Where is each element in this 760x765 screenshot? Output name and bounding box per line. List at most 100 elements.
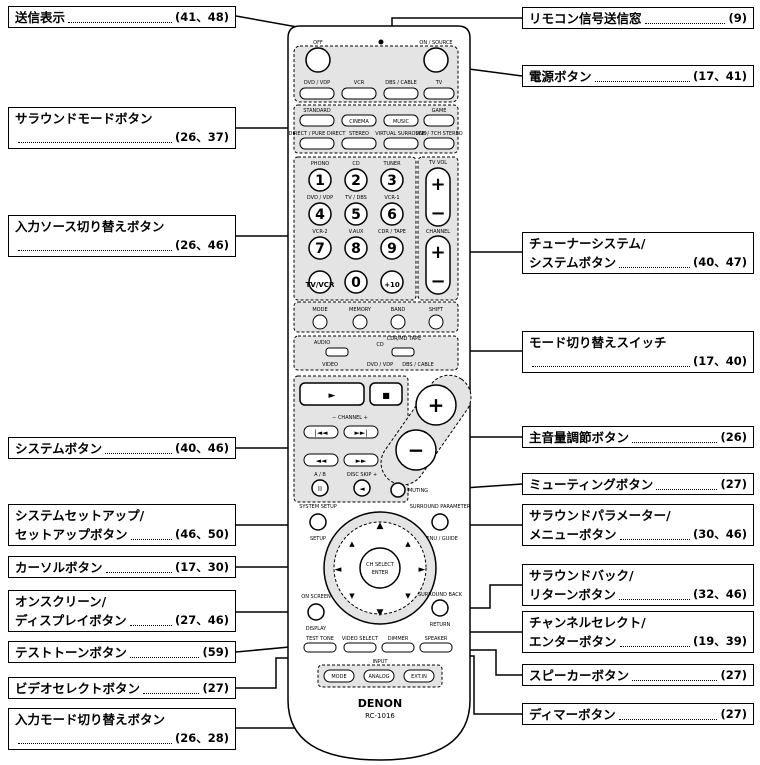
label-surround-mode: サラウンドモードボタン (26、37) xyxy=(8,107,236,149)
numpad-key[interactable] xyxy=(344,236,368,260)
numpad-key[interactable] xyxy=(308,270,332,294)
svg-text:5CH / 7CH STEREO: 5CH / 7CH STEREO xyxy=(415,131,462,137)
svg-text:MUTING: MUTING xyxy=(408,488,428,494)
cursor-up-button[interactable]: ▲ xyxy=(377,521,384,531)
on-screen-button[interactable] xyxy=(307,603,325,621)
svg-text:INPUT: INPUT xyxy=(373,659,389,665)
cursor-down-button[interactable]: ▼ xyxy=(377,608,384,618)
svg-text:▼: ▼ xyxy=(349,592,355,600)
label-tuner-system: チューナーシステム/ システムボタン(40、47) xyxy=(522,232,754,274)
label-system-setup: システムセットアップ/ セットアップボタン(46、50) xyxy=(8,504,236,546)
svg-text:CD: CD xyxy=(376,342,383,348)
send-indicator-led xyxy=(378,39,384,45)
off-button[interactable] xyxy=(305,47,331,73)
numpad-key[interactable] xyxy=(380,168,404,192)
svg-text:►: ► xyxy=(329,391,336,401)
label-on-screen: オンスクリーン/ ディスプレイボタン(27、46) xyxy=(8,590,236,632)
numpad-key[interactable] xyxy=(380,236,404,260)
label-test-tone: テストトーンボタン(59) xyxy=(8,641,236,663)
brand-logo: DENON xyxy=(358,697,402,710)
svg-text:MEMORY: MEMORY xyxy=(349,307,372,313)
svg-text:RETURN: RETURN xyxy=(430,622,451,628)
svg-text:GAME: GAME xyxy=(432,108,447,114)
numpad-key-label: 9 xyxy=(387,241,397,257)
numpad-key-label: +10 xyxy=(384,281,400,289)
numpad-key[interactable] xyxy=(308,202,332,226)
svg-text:▲: ▲ xyxy=(349,540,355,548)
svg-text:TEST TONE: TEST TONE xyxy=(305,636,334,642)
svg-text:VCR: VCR xyxy=(354,80,365,86)
label-send-indicator: 送信表示(41、48) xyxy=(8,6,236,28)
svg-text:+: + xyxy=(430,174,445,195)
label-input-source: 入力ソース切り替えボタン (26、46) xyxy=(8,215,236,257)
numpad-key[interactable] xyxy=(380,270,404,294)
label-master-volume: 主音量調節ボタン(26) xyxy=(522,426,754,448)
svg-text:II: II xyxy=(318,485,322,493)
cursor-right-button[interactable]: ► xyxy=(419,565,426,575)
label-dimmer: ディマーボタン(27) xyxy=(522,703,754,725)
svg-text:STANDARD: STANDARD xyxy=(303,108,331,114)
svg-text:MENU / GUIDE: MENU / GUIDE xyxy=(422,536,458,542)
numpad-key-label: 6 xyxy=(387,207,397,223)
numpad-key[interactable] xyxy=(308,236,332,260)
svg-text:▼: ▼ xyxy=(405,592,411,600)
volume-down-button[interactable] xyxy=(395,429,437,471)
svg-text:◄: ◄ xyxy=(359,485,365,493)
svg-text:DBS / CABLE: DBS / CABLE xyxy=(402,362,434,368)
svg-text:ENTER: ENTER xyxy=(372,570,389,576)
numpad-label: DVD / VDP xyxy=(307,195,333,201)
numpad-key-label: 7 xyxy=(315,241,325,257)
numpad-key[interactable] xyxy=(344,270,368,294)
svg-text:DISPLAY: DISPLAY xyxy=(306,626,327,632)
svg-text:DVD / VDP: DVD / VDP xyxy=(304,80,330,86)
numpad-label: PHONO xyxy=(311,161,329,167)
volume-up-button[interactable] xyxy=(415,384,457,426)
svg-text:DBS / CABLE: DBS / CABLE xyxy=(385,80,417,86)
numpad-key[interactable] xyxy=(380,202,404,226)
svg-text:DIMMER: DIMMER xyxy=(388,636,409,642)
label-remote-signal-window: リモコン信号送信窓(9) xyxy=(522,7,754,29)
label-surround-parameter: サラウンドパラメーター/ メニューボタン(30、46) xyxy=(522,504,754,546)
model-name: RC-1016 xyxy=(365,712,395,720)
svg-text:VIDEO: VIDEO xyxy=(322,362,338,368)
ch-select-enter-button[interactable] xyxy=(359,547,401,589)
label-power-buttons: 電源ボタン(17、41) xyxy=(522,65,754,87)
svg-text:AUDIO: AUDIO xyxy=(314,340,330,346)
on-source-button[interactable] xyxy=(423,47,449,73)
svg-text:MODE: MODE xyxy=(312,307,327,313)
svg-text:SURROUND PARAMETER: SURROUND PARAMETER xyxy=(410,504,471,510)
svg-text:CH SELECT: CH SELECT xyxy=(366,562,395,568)
svg-text:VIRTUAL SURROUND: VIRTUAL SURROUND xyxy=(375,131,427,137)
label-video-select: ビデオセレクトボタン(27) xyxy=(8,677,236,699)
svg-text:SURROUND BACK: SURROUND BACK xyxy=(418,592,463,598)
label-surround-back: サラウンドバック/ リターンボタン(32、46) xyxy=(522,564,754,606)
muting-button[interactable] xyxy=(390,482,406,498)
svg-text:CDR/MD TAPE: CDR/MD TAPE xyxy=(387,336,422,342)
svg-text:SETUP: SETUP xyxy=(310,536,326,542)
svg-text:+: + xyxy=(430,242,445,263)
label-cursor-buttons: カーソルボタン(17、30) xyxy=(8,556,236,578)
svg-text:VIDEO SELECT: VIDEO SELECT xyxy=(342,636,379,642)
numpad-key[interactable] xyxy=(308,168,332,192)
numpad-key-label: 0 xyxy=(351,275,361,291)
svg-text:BAND: BAND xyxy=(391,307,406,313)
svg-text:►►: ►► xyxy=(356,457,367,465)
system-setup-button[interactable] xyxy=(309,513,327,531)
label-system-buttons: システムボタン(40、46) xyxy=(8,437,236,459)
surround-parameter-button[interactable] xyxy=(431,513,449,531)
numpad-key[interactable] xyxy=(344,168,368,192)
svg-text:MODE: MODE xyxy=(331,674,346,680)
label-mode-switch: モード切り替えスイッチ (17、40) xyxy=(522,331,754,373)
cursor-left-button[interactable]: ◄ xyxy=(335,565,342,575)
svg-text:DISC SKIP +: DISC SKIP + xyxy=(347,472,377,478)
numpad-label: CDR / TAPE xyxy=(378,229,406,235)
numpad-key-label: 4 xyxy=(315,207,325,223)
surround-back-button[interactable] xyxy=(431,599,449,617)
numpad-label: VCR-2 xyxy=(312,229,327,235)
svg-text:TV: TV xyxy=(435,80,443,86)
svg-text:MUSIC: MUSIC xyxy=(393,119,410,125)
numpad-label: TUNER xyxy=(382,161,401,167)
svg-text:|◄◄: |◄◄ xyxy=(314,429,328,437)
numpad-key[interactable] xyxy=(344,202,368,226)
